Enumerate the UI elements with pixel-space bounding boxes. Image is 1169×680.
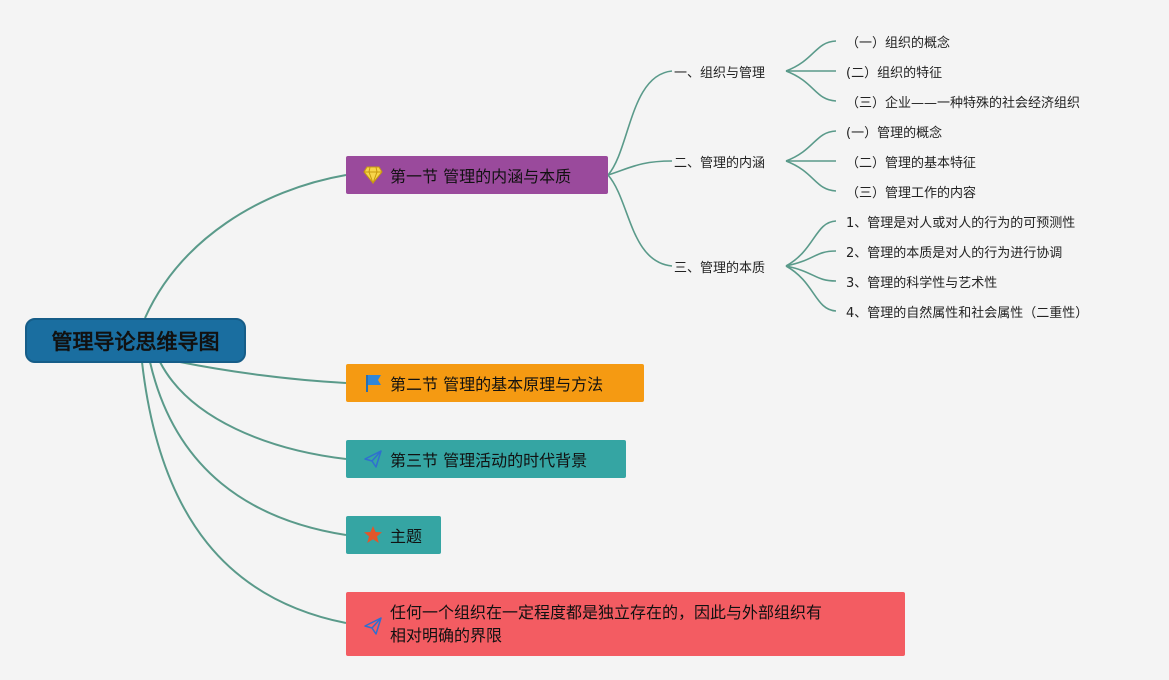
link-topic1-sub2 [607,160,673,176]
subtopic-connotation-of-management[interactable]: 二、管理的内涵 [674,156,766,171]
leaf-item[interactable]: （二）管理的基本特征 [846,156,977,171]
link-sub1-leaf1 [785,40,837,72]
diamond-icon [362,164,384,186]
leaf-item[interactable]: 1、管理是对人或对人的行为的可预测性 [846,216,1076,231]
leaf-item[interactable]: （三）管理工作的内容 [846,186,977,201]
paper-plane-icon [362,615,384,637]
topic-label: 第一节 管理的内涵与本质 [390,167,572,186]
link-sub3-leaf4 [785,265,837,312]
leaf-item[interactable]: 4、管理的自然属性和社会属性（二重性） [846,306,1089,321]
topic-theme[interactable]: 主题 [346,516,441,554]
link-sub2-leaf1 [785,130,837,162]
root-label: 管理导论思维导图 [51,329,220,354]
link-root-topic4 [149,361,347,536]
subtopic-essence-of-management[interactable]: 三、管理的本质 [674,261,766,276]
topic-label: 主题 [390,527,423,546]
topic-label: 第二节 管理的基本原理与方法 [390,375,604,394]
topic-note[interactable]: 任何一个组织在一定程度都是独立存在的，因此与外部组织有 相对明确的界限 [346,592,905,656]
topic-section-3[interactable]: 第三节 管理活动的时代背景 [346,440,626,478]
link-topic1-sub1 [607,70,673,176]
topic-note-text: 任何一个组织在一定程度都是独立存在的，因此与外部组织有 相对明确的界限 [390,601,822,647]
link-sub3-leaf1 [785,220,837,267]
leaf-item[interactable]: （一）组织的概念 [846,36,951,51]
link-sub3-leaf3 [785,265,837,282]
subtopic-organization-and-management[interactable]: 一、组织与管理 [674,66,766,81]
link-sub3-leaf2 [785,250,837,267]
link-root-topic2 [179,361,347,384]
leaf-item[interactable]: 2、管理的本质是对人的行为进行协调 [846,246,1063,261]
topic-note-line1: 任何一个组织在一定程度都是独立存在的，因此与外部组织有 [390,603,823,622]
flag-icon [362,372,384,394]
topic-section-1[interactable]: 第一节 管理的内涵与本质 [346,156,608,194]
leaf-item[interactable]: (一）管理的概念 [846,126,943,141]
leaf-item[interactable]: 3、管理的科学性与艺术性 [846,276,998,291]
leaf-item[interactable]: (二）组织的特征 [846,66,943,81]
leaf-item[interactable]: （三）企业——一种特殊的社会经济组织 [846,96,1081,111]
star-icon [362,524,384,546]
link-root-topic5 [141,361,347,624]
root-node[interactable]: 管理导论思维导图 [25,318,246,363]
topic-note-line2: 相对明确的界限 [390,626,503,645]
paper-plane-icon [362,448,384,470]
link-root-topic3 [159,361,347,460]
link-root-topic1 [144,174,347,319]
link-topic1-sub3 [607,174,673,267]
link-sub2-leaf3 [785,160,837,192]
topic-section-2[interactable]: 第二节 管理的基本原理与方法 [346,364,644,402]
topic-label: 第三节 管理活动的时代背景 [390,451,588,470]
link-sub1-leaf3 [785,70,837,102]
